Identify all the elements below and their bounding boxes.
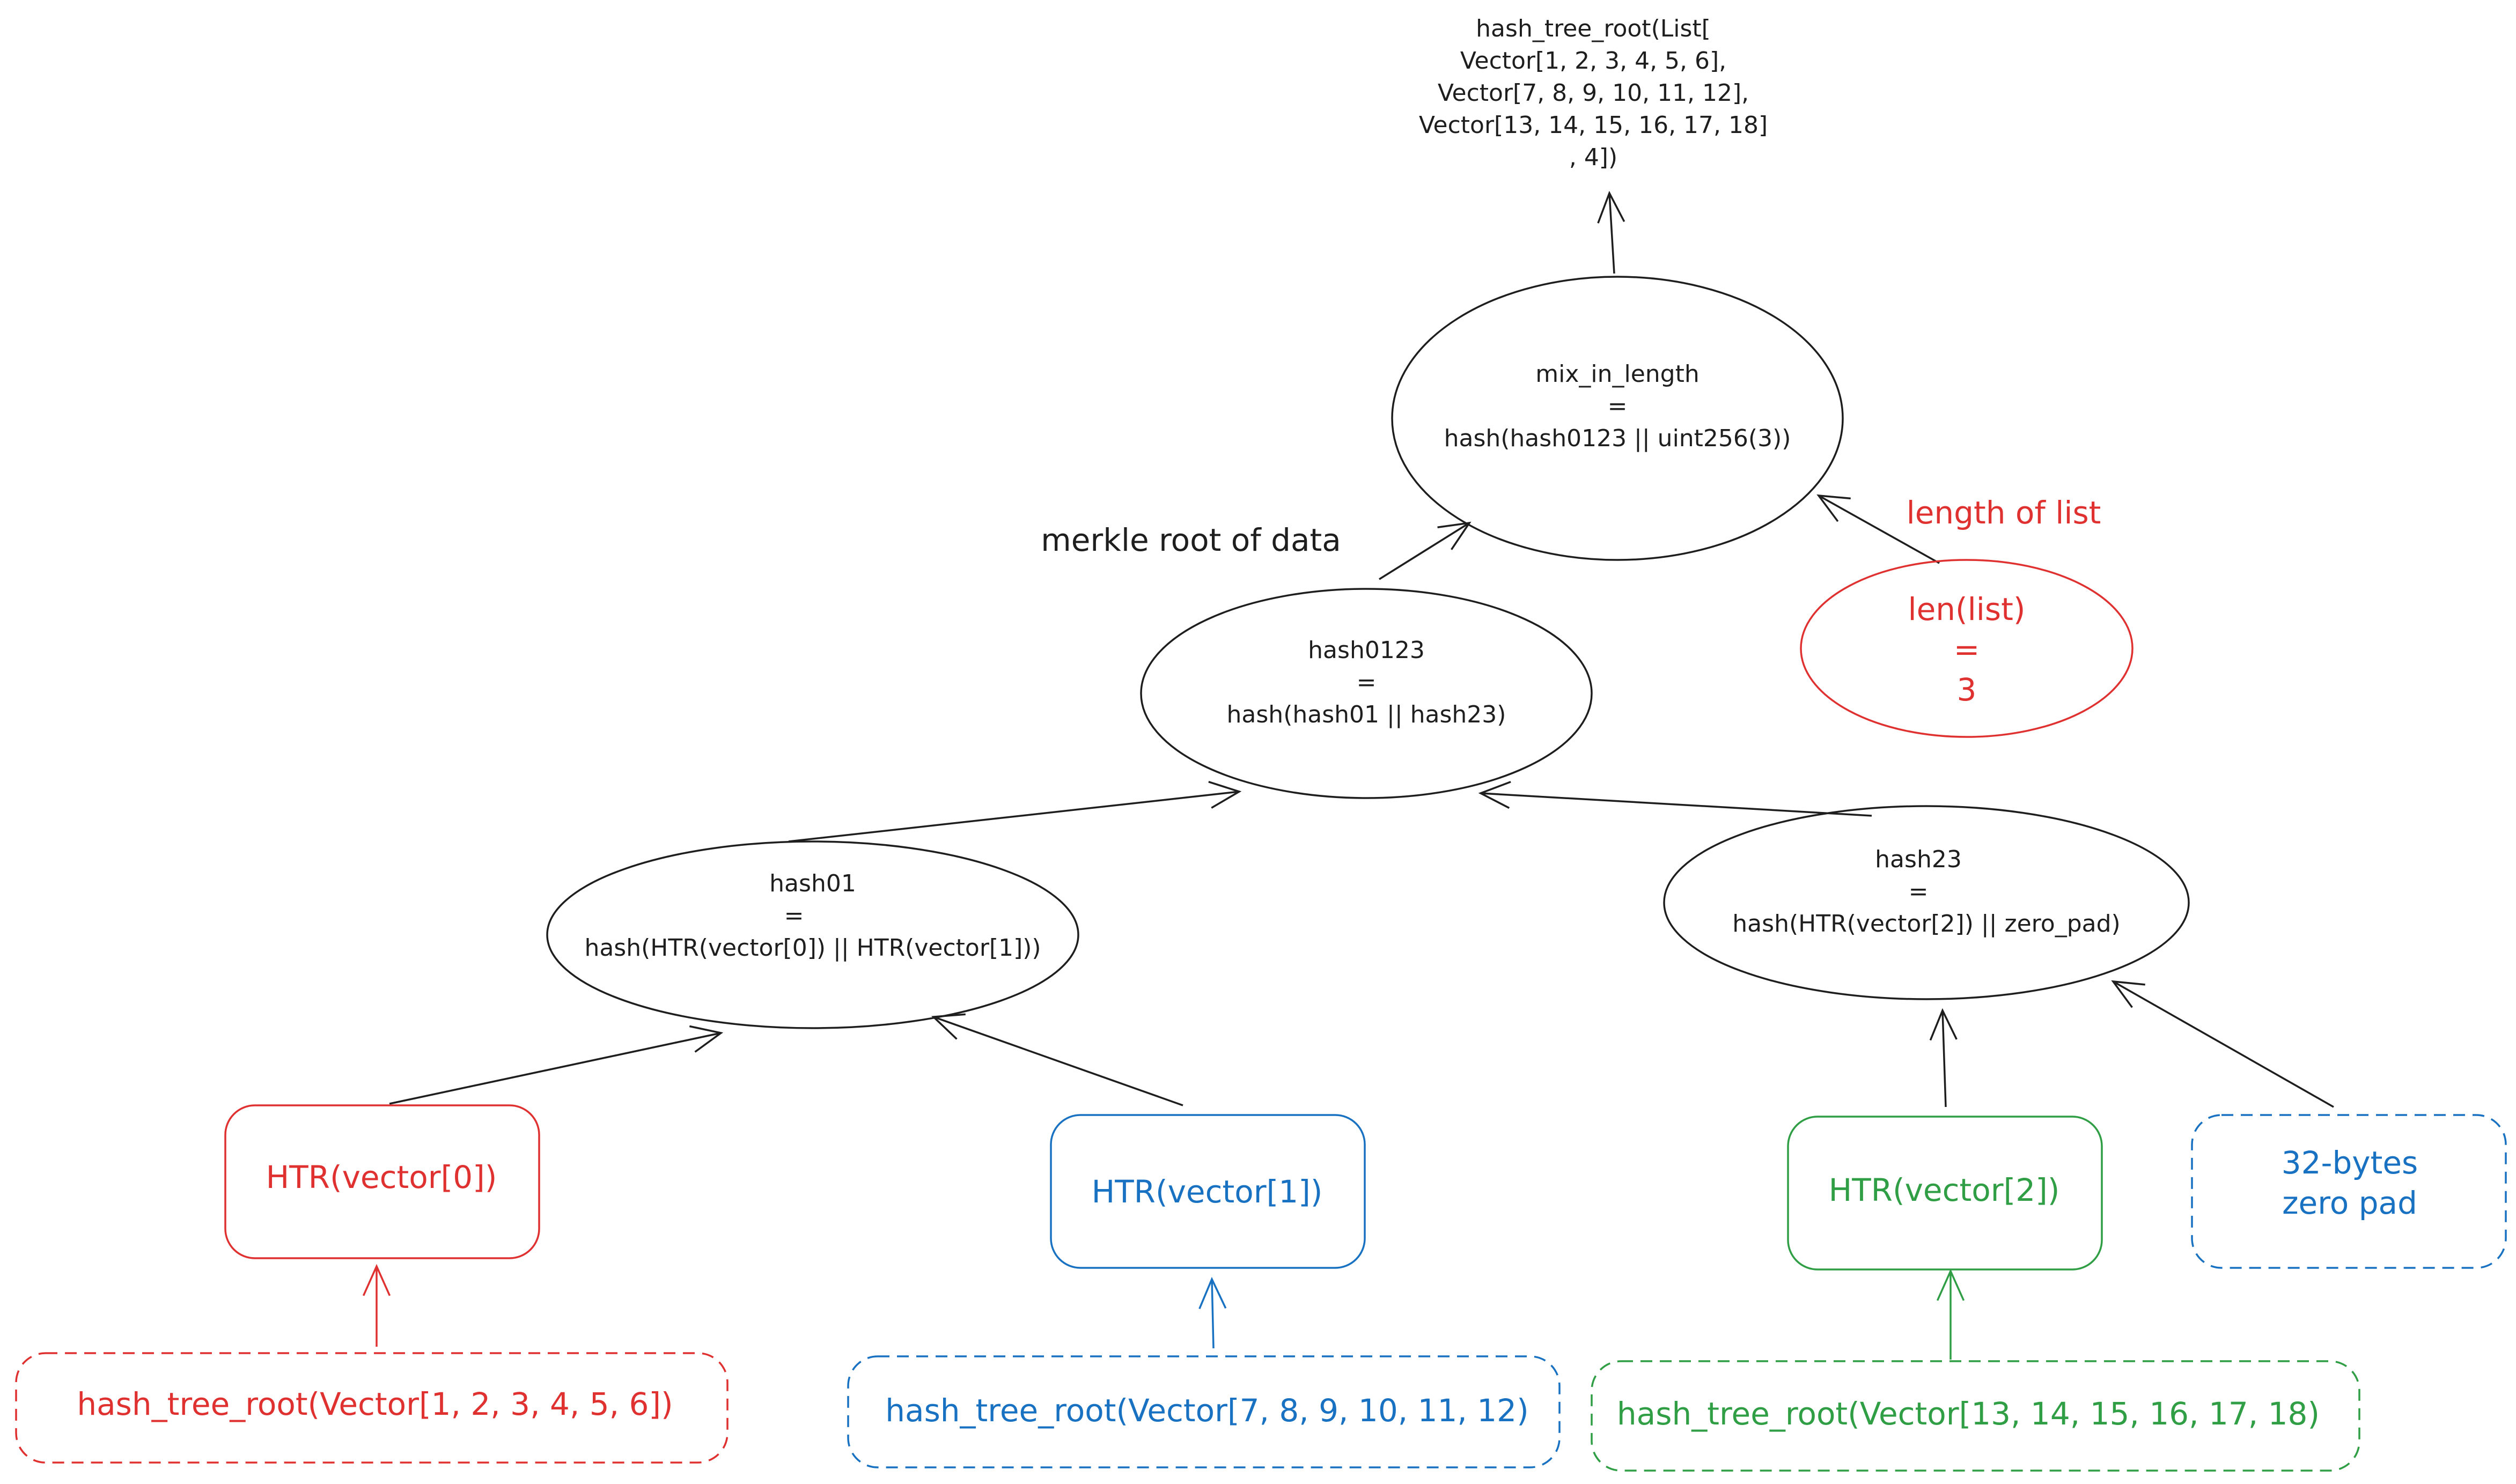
hash0123-node: hash0123 = hash(hash01 || hash23) bbox=[1140, 588, 1593, 799]
hash0123-ellipse bbox=[1140, 588, 1593, 799]
hash01-ellipse bbox=[546, 840, 1079, 1029]
leaf-vector1-label: hash_tree_root(Vector[7, 8, 9, 10, 11, 1… bbox=[885, 1392, 1528, 1429]
arrow-htr1-to-hash01 bbox=[931, 1013, 1183, 1106]
node-title: mix_in_length bbox=[1535, 360, 1700, 388]
node-title: hash23 bbox=[1875, 846, 1962, 873]
arrow-hash0123-to-mix bbox=[1379, 521, 1472, 580]
arrow-len-to-mix bbox=[1816, 494, 1940, 564]
leaf-vector2-rect bbox=[1591, 1360, 2360, 1472]
root-label-line: hash_tree_root(List[ bbox=[1476, 15, 1711, 42]
arrow-htr2-to-hash23 bbox=[1929, 1008, 1958, 1108]
leaf-vector0-label: hash_tree_root(Vector[1, 2, 3, 4, 5, 6]) bbox=[77, 1386, 673, 1422]
zero-pad-label-line: 32-bytes bbox=[2282, 1145, 2418, 1181]
node-equals: = bbox=[1954, 631, 1980, 668]
len-list-ellipse bbox=[1800, 559, 2134, 738]
root-label-line: Vector[13, 14, 15, 16, 17, 18] bbox=[1419, 112, 1768, 139]
htr-vector0-rect bbox=[224, 1104, 540, 1259]
leaf-vector2-label: hash_tree_root(Vector[13, 14, 15, 16, 17… bbox=[1617, 1396, 2320, 1432]
node-formula: hash(hash0123 || uint256(3)) bbox=[1444, 425, 1791, 452]
zero-pad-label-line: zero pad bbox=[2282, 1185, 2417, 1221]
arrow-to-root bbox=[1597, 190, 1625, 274]
length-annotation: length of list bbox=[1907, 494, 2101, 531]
root-label: hash_tree_root(List[ Vector[1, 2, 3, 4, … bbox=[1419, 15, 1768, 171]
zero-pad-rect bbox=[2191, 1114, 2507, 1269]
node-formula: hash(hash01 || hash23) bbox=[1227, 701, 1506, 728]
htr-vector1-label: HTR(vector[1]) bbox=[1092, 1173, 1323, 1210]
zero-pad-box: 32-bytes zero pad bbox=[2191, 1114, 2507, 1269]
hash01-node: hash01 = hash(HTR(vector[0]) || HTR(vect… bbox=[546, 840, 1079, 1029]
htr-vector0-box: HTR(vector[0]) bbox=[224, 1104, 540, 1259]
len-list-node: len(list) = 3 bbox=[1800, 559, 2134, 738]
arrow-zeropad-to-hash23 bbox=[2111, 980, 2334, 1108]
node-formula: hash(HTR(vector[2]) || zero_pad) bbox=[1732, 910, 2120, 937]
leaf-vector1-rect bbox=[847, 1355, 1561, 1468]
merkle-annotation: merkle root of data bbox=[1041, 522, 1341, 558]
node-equals: = bbox=[1909, 878, 1929, 905]
arrow-htr0-to-hash01 bbox=[389, 1025, 724, 1105]
htr-vector1-rect bbox=[1050, 1114, 1366, 1269]
node-title: len(list) bbox=[1908, 591, 2025, 627]
node-value: 3 bbox=[1957, 671, 1977, 708]
hash23-ellipse bbox=[1663, 805, 2190, 1000]
node-title: hash01 bbox=[769, 870, 856, 897]
hash23-node: hash23 = hash(HTR(vector[2]) || zero_pad… bbox=[1663, 805, 2190, 1000]
node-equals: = bbox=[1608, 393, 1628, 420]
leaf-vector0-rect bbox=[15, 1352, 729, 1464]
arrow-leaf0-to-htr0 bbox=[362, 1264, 391, 1347]
root-label-line: Vector[7, 8, 9, 10, 11, 12], bbox=[1438, 79, 1749, 107]
leaf-vector1-box: hash_tree_root(Vector[7, 8, 9, 10, 11, 1… bbox=[847, 1355, 1561, 1468]
root-label-line: Vector[1, 2, 3, 4, 5, 6], bbox=[1460, 47, 1726, 75]
mix-in-length-ellipse bbox=[1391, 276, 1844, 561]
root-label-line: , 4]) bbox=[1569, 144, 1617, 171]
arrow-hash01-to-hash0123 bbox=[788, 781, 1242, 843]
node-equals: = bbox=[1357, 669, 1377, 696]
htr-vector2-rect bbox=[1787, 1116, 2103, 1271]
node-equals: = bbox=[784, 902, 804, 929]
mix-in-length-node: mix_in_length = hash(hash0123 || uint256… bbox=[1391, 276, 1844, 561]
arrow-leaf1-to-htr1 bbox=[1198, 1276, 1227, 1349]
arrow-hash23-to-hash0123 bbox=[1478, 781, 1872, 817]
htr-vector2-box: HTR(vector[2]) bbox=[1787, 1116, 2103, 1271]
arrow-leaf2-to-htr2 bbox=[1936, 1268, 1965, 1360]
leaf-vector2-box: hash_tree_root(Vector[13, 14, 15, 16, 17… bbox=[1591, 1360, 2360, 1472]
htr-vector1-box: HTR(vector[1]) bbox=[1050, 1114, 1366, 1269]
edges bbox=[362, 190, 2334, 1360]
node-title: hash0123 bbox=[1308, 637, 1425, 664]
htr-vector0-label: HTR(vector[0]) bbox=[266, 1159, 497, 1195]
node-formula: hash(HTR(vector[0]) || HTR(vector[1])) bbox=[584, 934, 1041, 962]
leaf-vector0-box: hash_tree_root(Vector[1, 2, 3, 4, 5, 6]) bbox=[15, 1352, 729, 1464]
htr-vector2-label: HTR(vector[2]) bbox=[1829, 1172, 2060, 1208]
